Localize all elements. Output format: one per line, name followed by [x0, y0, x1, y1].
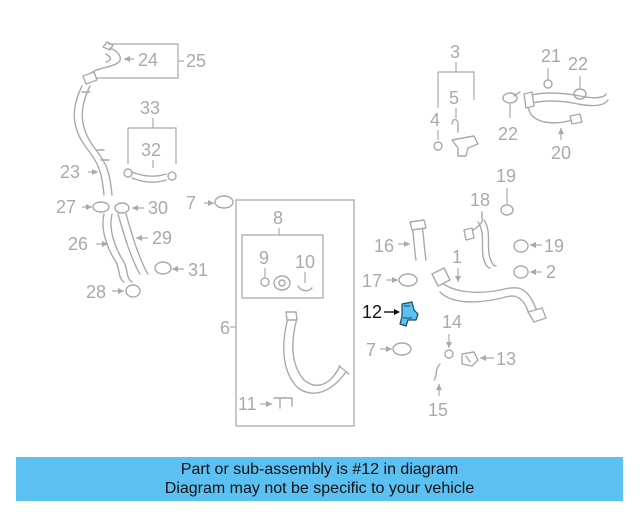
part-19-clamp-upper — [500, 204, 514, 216]
callout-2: 2 — [546, 262, 556, 282]
part-7-clamp-upper — [214, 195, 234, 209]
part-19-clamp-lower — [513, 239, 529, 253]
callout-20: 20 — [551, 143, 571, 163]
part-23-pipe — [73, 85, 113, 196]
callout-32: 32 — [141, 140, 161, 160]
callout-9: 9 — [259, 248, 269, 268]
callout-4: 4 — [430, 110, 440, 130]
part-21-oring — [543, 79, 553, 89]
callout-22-lower: 22 — [498, 124, 518, 144]
part-6-hose — [283, 311, 350, 394]
callout-30: 30 — [148, 198, 168, 218]
part-17-clamp — [398, 273, 418, 287]
part-7-clamp-lower — [392, 342, 412, 356]
part-fitting-center — [273, 275, 291, 291]
callout-12: 12 — [362, 302, 382, 322]
banner-line-2: Diagram may not be specific to your vehi… — [164, 480, 475, 497]
part-13-valve — [461, 351, 479, 367]
part-11-bracket — [273, 397, 293, 409]
callout-19-upper: 19 — [496, 166, 516, 186]
callout-5: 5 — [449, 88, 459, 108]
part-32-hose — [123, 168, 177, 183]
callout-33: 33 — [140, 98, 160, 118]
part-16-hose — [409, 219, 427, 261]
callout-25: 25 — [186, 51, 206, 71]
part-5-clip — [451, 118, 459, 133]
callout-29: 29 — [152, 228, 172, 248]
callout-7-lower: 7 — [366, 340, 376, 360]
part-14-oring — [444, 349, 454, 359]
callout-14: 14 — [442, 312, 462, 332]
info-banner: Part or sub-assembly is #12 in diagram D… — [16, 457, 623, 501]
callout-6: 6 — [220, 318, 230, 338]
part-15-clip — [433, 363, 441, 381]
callout-23: 23 — [60, 162, 80, 182]
part-28-clamp — [125, 284, 141, 298]
part-30-clamp — [114, 202, 130, 214]
part-18-hose — [463, 211, 497, 269]
part-29-hose — [117, 213, 149, 275]
part-1-hose — [431, 267, 547, 323]
part-22-clamp-lower — [502, 91, 521, 104]
callout-19-lower: 19 — [544, 236, 564, 256]
part-26-hose — [102, 213, 133, 283]
callout-13: 13 — [496, 349, 516, 369]
part-9-oring — [260, 277, 270, 287]
callout-8: 8 — [273, 208, 283, 228]
callout-21: 21 — [541, 46, 561, 66]
part-20-pipe — [523, 91, 609, 125]
part-31-clamp — [154, 261, 172, 275]
callout-10: 10 — [295, 252, 315, 272]
callout-22-upper: 22 — [568, 54, 588, 74]
callout-15: 15 — [428, 400, 448, 420]
part-3-fitting — [451, 135, 479, 157]
callout-1: 1 — [452, 247, 462, 267]
callout-3: 3 — [450, 42, 460, 62]
callout-26: 26 — [68, 234, 88, 254]
part-24-hose — [82, 41, 121, 85]
assembly-6-box — [235, 199, 355, 427]
callout-17: 17 — [362, 271, 382, 291]
callout-28: 28 — [86, 282, 106, 302]
part-10-clip — [297, 285, 313, 292]
part-4-oring — [433, 141, 443, 151]
callout-31: 31 — [188, 260, 208, 280]
callout-16: 16 — [374, 236, 394, 256]
callout-11: 11 — [238, 394, 257, 414]
callout-24: 24 — [138, 50, 158, 70]
banner-line-1: Part or sub-assembly is #12 in diagram — [180, 461, 459, 478]
callout-27: 27 — [56, 197, 76, 217]
part-2-clamp — [513, 265, 529, 279]
assembly-8-box — [241, 234, 324, 299]
callout-7-upper: 7 — [186, 193, 196, 213]
part-12-highlighted — [399, 301, 419, 327]
part-27-clamp — [92, 201, 110, 213]
callout-18: 18 — [470, 190, 490, 210]
